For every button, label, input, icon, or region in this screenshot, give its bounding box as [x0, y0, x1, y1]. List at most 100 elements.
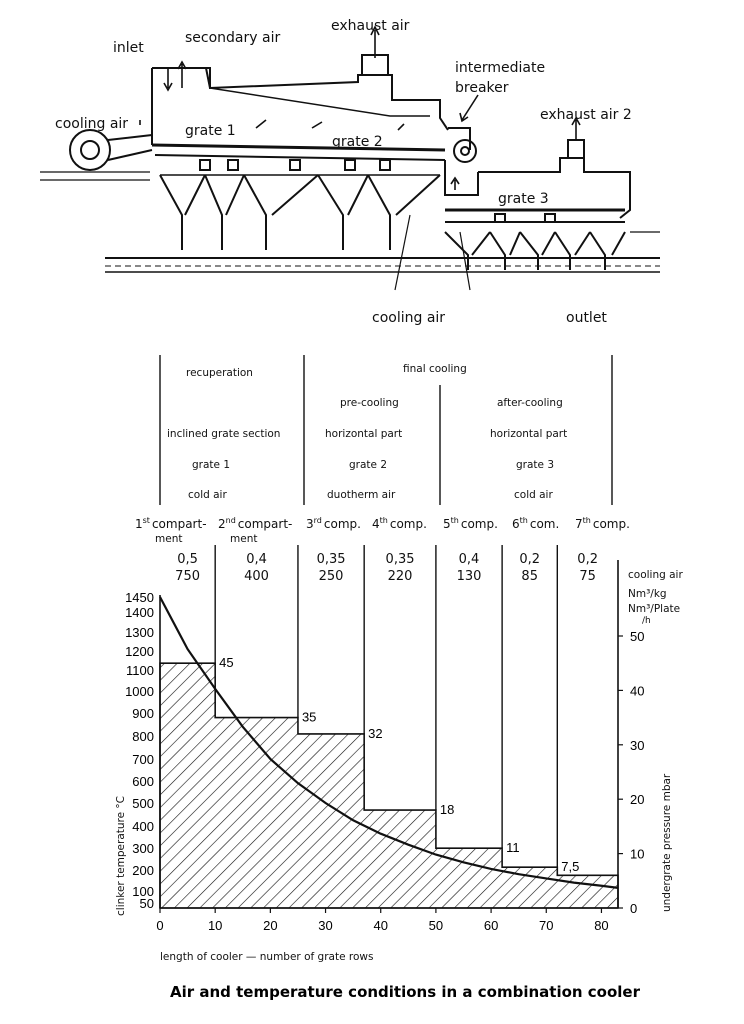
cooler-schematic	[40, 54, 660, 273]
label-breaker: breaker	[455, 80, 509, 96]
zone-pre-cooling: pre-cooling	[340, 397, 399, 409]
label-secondary-air: secondary air	[185, 30, 280, 46]
cooling-air-nm3-kg-value: 0,35	[317, 552, 346, 567]
y-tick-label: 50	[140, 896, 154, 911]
zone-grate-1: grate 1	[192, 459, 230, 471]
zone-cold-air-3: cold air	[514, 489, 553, 501]
y-tick-label: 1400	[125, 605, 154, 620]
compartment-2-heading-2: ment	[230, 533, 257, 545]
y-tick-label: 500	[132, 796, 154, 811]
label-grate-2: grate 2	[332, 134, 383, 150]
y2-tick-label: 10	[630, 847, 644, 862]
y-tick-label: 1100	[126, 663, 154, 678]
y2-tick-label: 30	[630, 738, 644, 753]
zone-grate-3: grate 3	[516, 459, 554, 471]
cooling-air-nm3-plate-value: 75	[579, 569, 596, 584]
y2-tick-label: 0	[630, 901, 637, 916]
label-exhaust-air: exhaust air	[331, 18, 410, 34]
cooling-air-nm3-plate-value: 400	[244, 569, 269, 584]
y-tick-label: 700	[132, 752, 154, 767]
x-tick-label: 20	[263, 918, 277, 933]
x-tick-label: 0	[156, 918, 163, 933]
y-tick-label: 600	[132, 774, 154, 789]
figure-caption: Air and temperature conditions in a comb…	[170, 983, 641, 1001]
zone-inclined-grate-section: inclined grate section	[167, 428, 280, 440]
pressure-value-label: 45	[219, 655, 233, 670]
y2-tick-label: 50	[630, 629, 644, 644]
zone-final-cooling: final cooling	[403, 363, 467, 375]
cooling-air-nm3-plate-value: 85	[521, 569, 538, 584]
y-tick-label: 900	[132, 706, 154, 721]
y2-tick-label: 40	[630, 683, 644, 698]
units-nm3-plate: Nm³/Plate	[628, 603, 680, 615]
y-tick-label: 300	[132, 841, 154, 856]
pressure-value-label: 32	[368, 726, 382, 741]
zone-after-cooling: after-cooling	[497, 397, 563, 409]
label-exhaust-air-2: exhaust air 2	[540, 107, 632, 123]
cooling-air-nm3-plate-value: 750	[175, 569, 200, 584]
y-tick-label: 800	[132, 729, 154, 744]
units-nm3-kg: Nm³/kg	[628, 588, 667, 600]
zone-cold-air-1: cold air	[188, 489, 227, 501]
x-tick-label: 70	[539, 918, 553, 933]
y-axis-label-temperature: clinker temperature °C	[115, 796, 127, 916]
x-tick-label: 40	[373, 918, 387, 933]
x-tick-label: 50	[429, 918, 443, 933]
label-inlet: inlet	[113, 40, 144, 56]
label-intermediate: intermediate	[455, 60, 545, 76]
cooling-air-nm3-kg-value: 0,4	[246, 552, 267, 567]
zone-table: recuperation final cooling pre-cooling a…	[167, 363, 567, 501]
airflow-arrows	[139, 25, 581, 291]
cooling-air-units: cooling air Nm³/kg Nm³/Plate /h	[628, 569, 683, 626]
cooling-air-nm3-kg-value: 0,35	[386, 552, 415, 567]
x-tick-label: 30	[318, 918, 332, 933]
pressure-value-label: 11	[506, 840, 520, 855]
units-cooling-air: cooling air	[628, 569, 683, 581]
y-tick-label: 1450	[125, 590, 154, 605]
zone-horizontal-part-2: horizontal part	[325, 428, 402, 440]
pressure-value-label: 35	[302, 710, 316, 725]
cooling-air-nm3-kg-value: 0,4	[459, 552, 480, 567]
y-tick-label: 1300	[125, 625, 154, 640]
units-per-hour: /h	[642, 616, 651, 626]
zone-grate-2: grate 2	[349, 459, 387, 471]
compartment-1-heading-2: ment	[155, 533, 182, 545]
zone-recuperation: recuperation	[186, 367, 253, 379]
temperature-curve	[159, 596, 619, 889]
x-tick-label: 10	[208, 918, 222, 933]
label-cooling-air: cooling air	[372, 310, 445, 326]
y-tick-label: 1000	[125, 684, 154, 699]
cooling-air-values: 0,5 0,4 0,35 0,35 0,4 0,2 0,2 750 400 250 220 130 85…	[175, 552, 598, 584]
label-grate-1: grate 1	[185, 123, 236, 139]
zone-duotherm-air: duotherm air	[327, 489, 396, 501]
cooling-air-nm3-kg-value: 0,5	[177, 552, 198, 567]
pressure-step-area	[159, 662, 619, 909]
zone-table-lines	[159, 355, 613, 505]
zone-horizontal-part-3: horizontal part	[490, 428, 567, 440]
cooling-air-nm3-plate-value: 250	[319, 569, 344, 584]
y2-tick-label: 20	[630, 792, 644, 807]
x-tick-label: 60	[484, 918, 498, 933]
pressure-value-label: 7,5	[561, 859, 579, 874]
y-tick-label: 1200	[125, 644, 154, 659]
cooling-air-nm3-kg-value: 0,2	[577, 552, 598, 567]
y-tick-label: 100	[132, 884, 154, 899]
cooling-air-nm3-plate-value: 130	[457, 569, 482, 584]
y-tick-label: 400	[132, 819, 154, 834]
label-outlet: outlet	[566, 310, 607, 326]
y-tick-label: 200	[132, 863, 154, 878]
cooling-air-nm3-kg-value: 0,2	[519, 552, 540, 567]
x-axis-label: length of cooler — number of grate rows	[160, 951, 373, 963]
pressure-value-label: 18	[440, 802, 454, 817]
cooling-air-nm3-plate-value: 220	[388, 569, 413, 584]
